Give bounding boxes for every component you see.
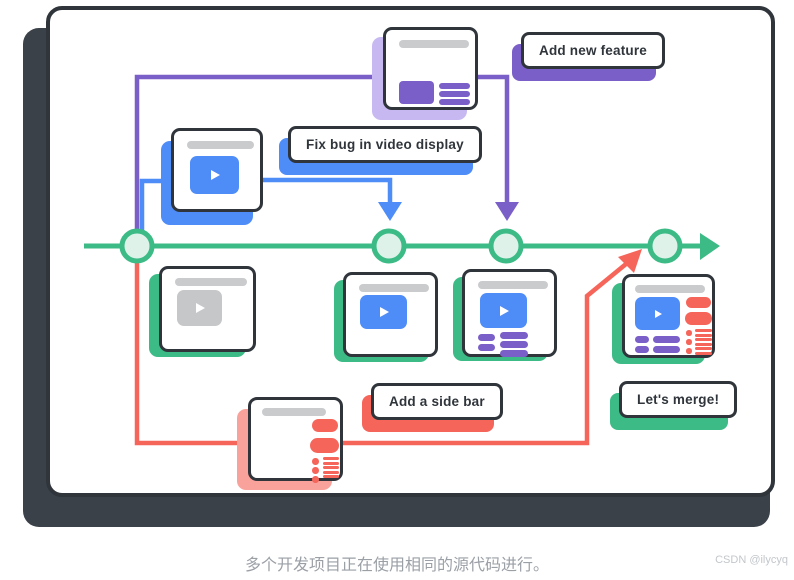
bubble-lets-merge: Let's merge! <box>610 381 738 430</box>
text-line <box>439 99 470 105</box>
window-frame <box>462 269 557 357</box>
sidebar-block <box>312 419 338 432</box>
list-dot <box>312 467 319 474</box>
browser-window-main-3 <box>453 269 557 362</box>
text-line <box>653 336 680 343</box>
list-dot <box>312 458 319 465</box>
text-line <box>478 344 495 351</box>
text-line <box>653 346 680 353</box>
watermark: CSDN @ilycyq <box>715 554 788 566</box>
play-icon <box>380 307 389 317</box>
text-line <box>323 475 339 478</box>
window-frame <box>343 272 438 357</box>
text-line <box>439 83 470 89</box>
sidebar-block <box>310 438 339 453</box>
text-line <box>439 91 470 97</box>
bubble-label: Fix bug in video display <box>288 126 482 163</box>
browser-window-video <box>161 128 263 225</box>
text-line <box>695 352 712 355</box>
bubble-fix-bug: Fix bug in video display <box>279 126 482 175</box>
bubble-label: Let's merge! <box>619 381 738 418</box>
video-placeholder <box>190 156 239 194</box>
text-line <box>323 466 339 469</box>
browser-window-main-2 <box>334 272 438 362</box>
window-frame <box>622 274 715 358</box>
text-line <box>635 336 649 343</box>
address-bar <box>635 285 705 293</box>
caption-text: 多个开发项目正在使用相同的源代码进行。 <box>244 557 549 574</box>
play-icon <box>655 309 662 318</box>
text-line <box>500 350 528 357</box>
text-line <box>323 457 339 460</box>
address-bar <box>359 284 429 292</box>
list-dot <box>686 348 692 354</box>
browser-window-sidebar <box>237 397 343 490</box>
text-line <box>695 347 712 350</box>
window-frame <box>159 266 256 352</box>
sidebar-block <box>685 312 712 325</box>
text-line <box>695 329 712 332</box>
bubble-add-new-feature: Add new feature <box>512 32 666 81</box>
text-line <box>500 341 528 348</box>
text-line <box>695 338 712 341</box>
bubble-label: Add a side bar <box>371 383 503 420</box>
bubble-add-side-bar: Add a side bar <box>362 383 503 432</box>
text-line <box>323 462 339 465</box>
text-line <box>695 343 712 346</box>
video-placeholder <box>480 293 527 328</box>
text-line <box>695 334 712 337</box>
video-placeholder <box>360 295 407 329</box>
text-line <box>323 471 339 474</box>
address-bar <box>399 40 469 48</box>
play-icon <box>211 170 220 180</box>
list-dot <box>686 330 692 336</box>
window-frame <box>171 128 263 212</box>
browser-window-merged <box>612 274 715 364</box>
video-placeholder <box>635 297 680 330</box>
address-bar <box>187 141 254 149</box>
play-icon <box>500 305 509 316</box>
window-frame <box>248 397 343 483</box>
address-bar <box>175 278 247 286</box>
browser-window-main-1 <box>149 266 256 357</box>
browser-window-feature <box>372 27 478 120</box>
address-bar <box>262 408 326 416</box>
text-line <box>478 334 495 341</box>
address-bar <box>478 281 548 289</box>
video-placeholder <box>177 290 222 326</box>
text-line <box>635 346 649 353</box>
list-dot <box>686 339 692 345</box>
list-dot <box>312 476 319 483</box>
bubble-label: Add new feature <box>521 32 666 69</box>
text-line <box>500 332 528 339</box>
sidebar-block <box>686 297 711 308</box>
play-icon <box>196 303 205 313</box>
content-block <box>399 81 434 104</box>
window-frame <box>383 27 478 110</box>
